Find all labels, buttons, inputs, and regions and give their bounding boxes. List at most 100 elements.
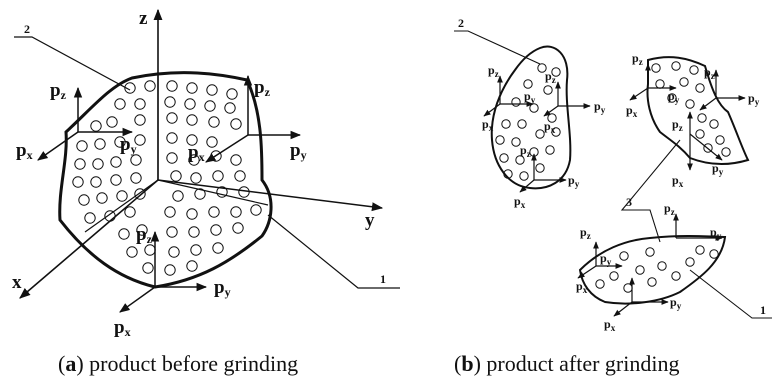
fragment-1-vectors: pz py px pz py px pz py px [482, 63, 606, 210]
py-label: py [670, 295, 682, 311]
caption-text-a: product before grinding [83, 351, 299, 376]
particles-panel-b [495, 61, 731, 293]
particle [623, 283, 633, 293]
particle [114, 98, 126, 110]
particle [499, 153, 509, 163]
particle [190, 244, 202, 256]
pz-label: p [254, 77, 265, 98]
particle [134, 134, 146, 146]
py-label: py [524, 89, 536, 105]
particle [671, 271, 681, 281]
particle [709, 249, 719, 259]
callout-1-label: 1 [760, 303, 766, 317]
particle [250, 204, 262, 216]
particle [206, 84, 218, 96]
callout-leader-1 [267, 214, 400, 289]
particle [186, 208, 198, 220]
particle [116, 190, 128, 202]
particle [144, 244, 156, 256]
caption-panel-a: (a) product before grinding [58, 351, 299, 376]
px-label: px [482, 117, 494, 133]
particle [511, 97, 521, 107]
px-label: px [514, 194, 526, 210]
particle [709, 119, 719, 129]
particle [206, 136, 218, 148]
particle [503, 169, 513, 179]
py-label: p [120, 134, 131, 155]
particle [226, 88, 238, 100]
py-label: p [214, 277, 225, 298]
callout-leader-2 [14, 36, 131, 91]
particle [166, 226, 178, 238]
particles-panel-a [72, 80, 262, 276]
callout-3-label: 3 [626, 195, 632, 209]
y-axis-label: y [365, 210, 375, 231]
particle [537, 63, 547, 73]
particle [551, 127, 561, 137]
particle [124, 206, 136, 218]
callout-leader-1 [689, 269, 772, 319]
fragment-3-vectors: pz py px pz py py px [576, 201, 723, 333]
particle [697, 113, 707, 123]
particle [164, 96, 176, 108]
svg-text:pz: pz [254, 77, 271, 99]
svg-text:py: py [214, 277, 231, 299]
px-label: px [544, 119, 556, 135]
callout-leader-2 [454, 30, 541, 65]
py-label: py [568, 173, 580, 189]
particle [535, 163, 545, 173]
particle [186, 114, 198, 126]
callout-1-label: 1 [380, 272, 386, 286]
force-vectors-left: pz py px [16, 80, 137, 162]
pz-label: p [136, 224, 147, 245]
particle [685, 257, 695, 267]
particle [679, 77, 689, 87]
svg-text:px: px [16, 140, 33, 162]
svg-text:py: py [120, 134, 137, 156]
particle [166, 112, 178, 124]
particle [92, 158, 104, 170]
particle [208, 116, 220, 128]
svg-text:pz: pz [50, 80, 67, 102]
caption-panel-b: (b) product after grinding [454, 351, 680, 376]
particle [130, 172, 142, 184]
pz-label: pz [580, 225, 591, 241]
particle [216, 186, 228, 198]
particle [124, 82, 136, 94]
particle [511, 137, 521, 147]
pz-label: pz [664, 201, 675, 217]
particle [166, 152, 178, 164]
product-body-outline [58, 71, 273, 289]
particle [144, 80, 156, 92]
particle [545, 145, 555, 155]
particle [232, 222, 244, 234]
py-label: p [290, 140, 301, 161]
particle [519, 171, 529, 181]
particle [230, 118, 242, 130]
particle [164, 206, 176, 218]
y-axis [157, 179, 384, 212]
particle [110, 174, 122, 186]
px-label: p [16, 140, 27, 161]
particle [84, 212, 96, 224]
particle [619, 251, 629, 261]
fragment-3-outline [578, 235, 727, 305]
particle [495, 135, 505, 145]
particle [90, 120, 102, 132]
particle [104, 210, 116, 222]
py-label: py [600, 251, 612, 267]
callout-leader-3 [620, 139, 681, 243]
particle [645, 247, 655, 257]
particle [635, 265, 645, 275]
particle [210, 224, 222, 236]
particle [166, 80, 178, 92]
particle [110, 156, 122, 168]
fragment-2-vectors: pz px pz py py pz py px [626, 51, 760, 189]
section-line [84, 179, 159, 233]
particle [224, 102, 236, 114]
particle [186, 260, 198, 272]
particle [515, 155, 525, 165]
particle [90, 176, 102, 188]
particle [501, 119, 511, 129]
particle [134, 98, 146, 110]
